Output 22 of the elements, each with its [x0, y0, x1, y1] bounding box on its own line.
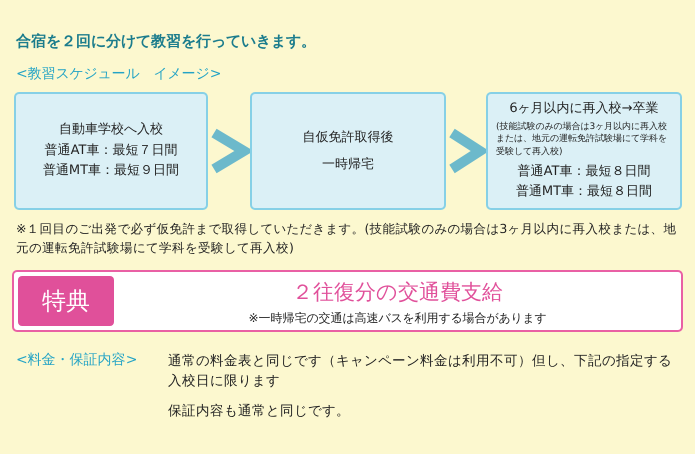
heading: 合宿を２回に分けて教習を行っていきます。 — [16, 32, 316, 51]
step-text: 一時帰宅 — [322, 156, 374, 174]
section-heading: <教習スケジュール イメージ> — [16, 65, 222, 84]
step-text: 普通MT車：最短９日間 — [42, 162, 180, 180]
benefit-note: ※一時帰宅の交通は高速バスを利用する場合があります — [247, 310, 548, 327]
body-text: 通常の料金表と同じです（キャンペーン料金は利用不可）但し、下記の指定する入校日に限ります — [168, 352, 673, 391]
step-box — [250, 92, 446, 210]
benefit-panel — [12, 270, 683, 332]
note-text: ※１回目のご出発で必ず仮免許まで取得していただきます。(技能試験のみの場合は3ヶ月以内に再入校または、地元の運転免許試験場にて学科を受験して再入校) — [16, 220, 678, 257]
section-heading: <料金・保証内容> — [16, 351, 138, 370]
step-text: (技能試験のみの場合は3ヶ月以内に再入校または、地元の運転免許試験場にて学科を受験して再入校) — [496, 121, 668, 158]
step-text: 普通AT車：最短７日間 — [44, 142, 178, 160]
benefit-badge: 特典 — [18, 276, 114, 326]
step-box — [14, 92, 208, 210]
body-text: 保証内容も通常と同じです。 — [168, 402, 350, 421]
step-box — [486, 92, 682, 210]
step-text: 6ヶ月以内に再入校→卒業 — [509, 100, 659, 118]
step-text: 自仮免許取得後 — [302, 128, 394, 147]
benefit-heading: ２往復分の交通費支給 — [291, 279, 504, 306]
step-text: 普通AT車：最短８日間 — [518, 162, 650, 181]
step-text: 自動車学校へ入校 — [59, 120, 163, 139]
step-text: 普通MT車：最短８日間 — [516, 182, 652, 201]
